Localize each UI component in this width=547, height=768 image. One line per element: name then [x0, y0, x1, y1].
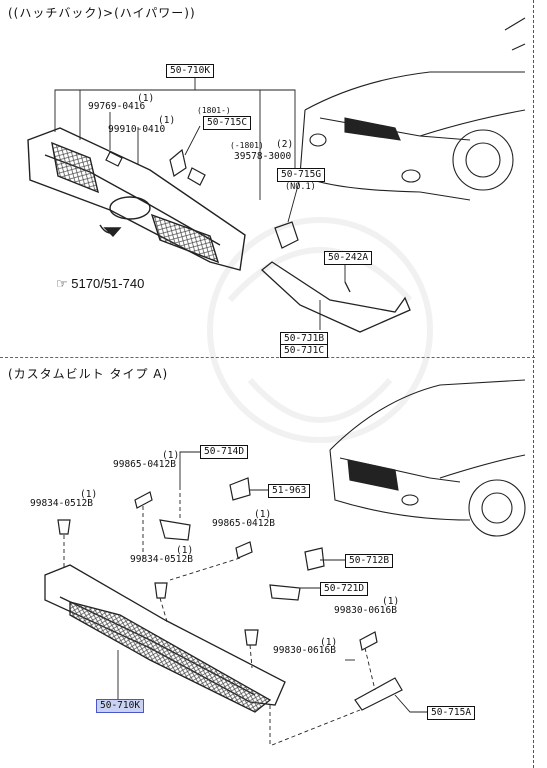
top-car-drawing [299, 17, 526, 201]
part-box-label[interactable]: 51-963 [268, 484, 311, 498]
part-code-label[interactable]: 99769-0416 [88, 101, 146, 112]
qty-label: (1) [80, 489, 98, 500]
qty-label: (1) [137, 93, 155, 104]
top-section-header: ((ハッチバック)>(ハイパワー)) [8, 6, 196, 20]
qty-label: (1) [176, 545, 194, 556]
custom-grille-drawing [44, 564, 286, 713]
part-box-label[interactable]: 50-721D [320, 582, 369, 596]
part-code-label[interactable]: 99830-0616B [273, 645, 336, 656]
bottom-car-drawing [329, 379, 526, 537]
bottom-leader-lines [63, 486, 376, 746]
reference-link[interactable]: ☞ 5170/51-740 [56, 276, 144, 292]
part-box-label[interactable]: 50-7J1B [280, 332, 329, 345]
bottom-section-header: (カスタムビルト タイプ A) [8, 367, 169, 381]
right-dashed-border [533, 0, 534, 768]
part-code-label[interactable]: 99865-0412B [113, 459, 176, 470]
part-code-label[interactable]: 39578-3000 [234, 151, 292, 162]
part-code-label[interactable]: 99865-0412B [212, 518, 275, 529]
top-fasteners [105, 148, 299, 249]
part-box-label[interactable]: 50-712B [345, 554, 394, 568]
section-divider [0, 357, 535, 358]
hand-pointer-icon: ☞ [56, 276, 68, 291]
top-leader-lines [54, 74, 346, 330]
hatchback-grille-drawing [27, 127, 246, 271]
part-box-label[interactable]: 50-242A [324, 251, 373, 265]
highlighted-part-box[interactable]: 50-710K [96, 699, 145, 713]
reference-subpage: /51-740 [100, 276, 145, 291]
part-box-label[interactable]: 50-715A [427, 706, 476, 720]
qty-label: (1) [162, 450, 180, 461]
part-code-label[interactable]: 99910-0410 [108, 124, 166, 135]
part-box-label[interactable]: 50-715C [203, 116, 252, 130]
part-box-label[interactable]: 50-7J1C [280, 344, 329, 358]
part-code-label[interactable]: 99834-0512B [130, 554, 193, 565]
bottom-fasteners [57, 477, 403, 711]
number-note: (NO.1) [285, 182, 316, 192]
date-note: (-1801) [230, 141, 264, 150]
part-box-label[interactable]: 50-715G [277, 168, 326, 182]
qty-label: (1) [254, 509, 272, 520]
lower-lip-drawing [261, 261, 411, 333]
qty-label: (1) [382, 596, 400, 607]
qty-label: (1) [158, 115, 176, 126]
part-box-label[interactable]: 50-714D [200, 445, 249, 459]
bottom-solid-leaders [117, 451, 427, 713]
date-note: (1801-) [197, 106, 231, 115]
part-code-label[interactable]: 99830-0616B [334, 605, 397, 616]
watermark-emblem [207, 217, 433, 443]
qty-label: (2) [276, 139, 294, 150]
part-code-label[interactable]: 99834-0512B [30, 498, 93, 509]
reference-page: 5170 [71, 276, 101, 291]
qty-label: (1) [320, 637, 338, 648]
top-main-part-label[interactable]: 50-710K [166, 64, 215, 78]
